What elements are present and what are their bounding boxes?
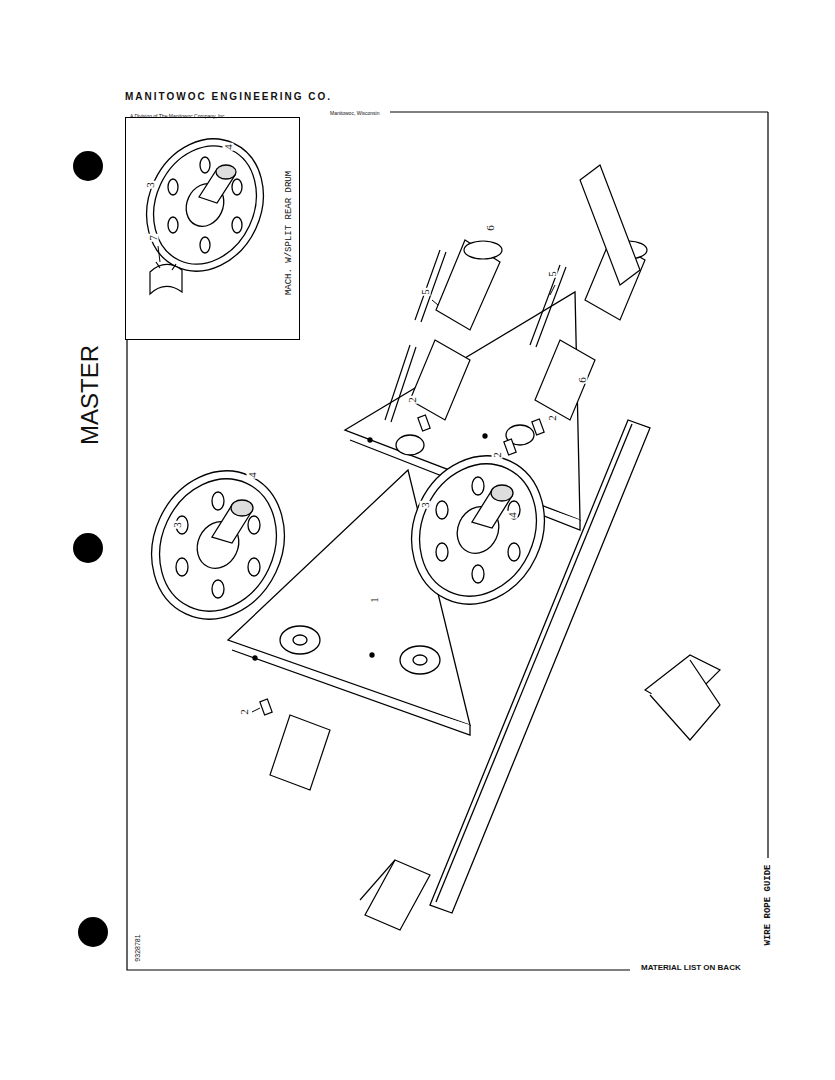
callout-number: 7 bbox=[148, 234, 159, 242]
callout-number: 6 bbox=[485, 224, 496, 232]
division-note: A Division of The Manitowoc Company, Inc… bbox=[130, 114, 226, 119]
tubes-and-rods bbox=[270, 165, 647, 790]
pad bbox=[260, 415, 544, 715]
sheave bbox=[388, 434, 568, 626]
leader-line bbox=[158, 246, 555, 712]
company-name: MANITOWOC ENGINEERING CO. bbox=[125, 92, 332, 102]
callout-number: 1 bbox=[369, 596, 380, 604]
callout-number: 2 bbox=[492, 451, 503, 459]
sheave bbox=[128, 449, 308, 641]
sheave bbox=[126, 120, 285, 291]
inset-box: MACH. W/SPLIT REAR DRUM bbox=[125, 117, 300, 340]
location-note: Manitowoc, Wisconsin bbox=[330, 111, 379, 116]
back-note: MATERIAL LIST ON BACK bbox=[640, 964, 742, 972]
master-stamp: MASTER bbox=[78, 345, 102, 445]
punch-holes bbox=[73, 151, 108, 947]
drawing-number: 9328781 bbox=[134, 934, 141, 961]
inset-caption: MACH. W/SPLIT REAR DRUM bbox=[285, 171, 294, 295]
callout-number: 4 bbox=[223, 143, 234, 151]
sheet-border bbox=[127, 112, 768, 970]
callout-number: 5 bbox=[420, 288, 431, 296]
callout-number: 3 bbox=[420, 501, 431, 509]
callout-number: 3 bbox=[145, 181, 156, 189]
callout-number: 2 bbox=[547, 414, 558, 422]
callout-number: 6 bbox=[577, 376, 588, 384]
callout-number: 4 bbox=[507, 511, 518, 519]
drawing-title: WIRE ROPE GUIDE bbox=[764, 861, 773, 948]
split-clamp bbox=[150, 262, 182, 294]
channel-piece bbox=[360, 655, 720, 930]
callout-number: 5 bbox=[547, 270, 558, 278]
callout-number: 2 bbox=[407, 396, 418, 404]
callout-number: 3 bbox=[172, 521, 183, 529]
callout-number: 2 bbox=[239, 708, 250, 716]
callout-number: 4 bbox=[247, 471, 258, 479]
